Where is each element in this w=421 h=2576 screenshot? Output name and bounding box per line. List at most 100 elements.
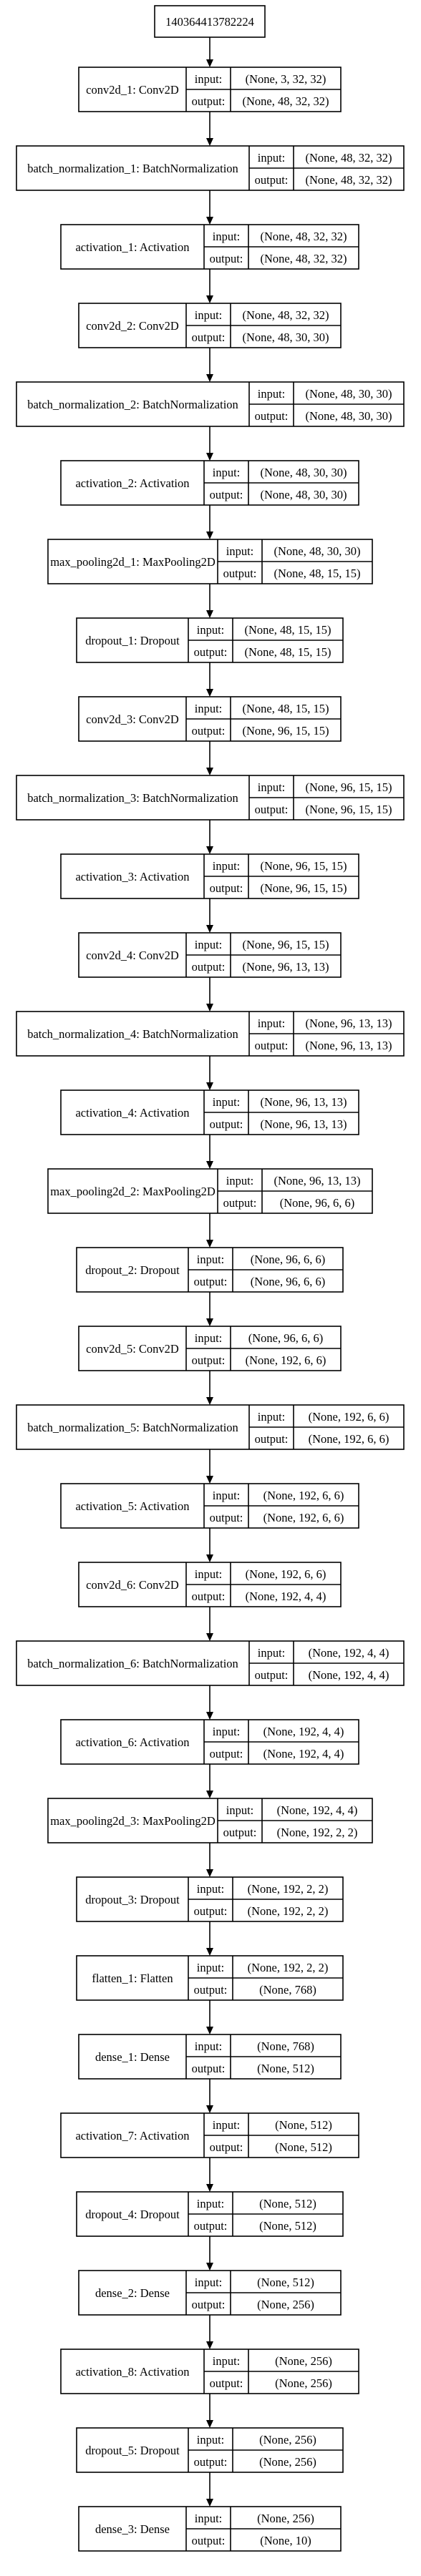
input-label: input: <box>195 72 223 86</box>
input-shape: (None, 256) <box>259 2433 316 2447</box>
edge <box>206 348 213 382</box>
edge <box>206 505 213 539</box>
layer-name: dense_1: Dense <box>95 2050 170 2064</box>
edge <box>206 112 213 146</box>
input-label: input: <box>258 780 286 794</box>
output-label: output: <box>210 881 243 895</box>
edge <box>206 820 213 854</box>
output-shape: (None, 96, 13, 13) <box>243 960 329 974</box>
input-shape: (None, 192, 6, 6) <box>263 1489 344 1502</box>
layer-name: dropout_3: Dropout <box>85 1893 180 1906</box>
input-shape: (None, 192, 2, 2) <box>248 1961 329 1974</box>
input-label: input: <box>195 308 223 322</box>
input-label: input: <box>213 1095 241 1109</box>
input-shape: (None, 96, 13, 13) <box>306 1017 392 1030</box>
input-shape: (None, 48, 30, 30) <box>274 544 361 558</box>
edge <box>206 1292 213 1326</box>
edge-root-to-layer-1 <box>206 37 213 67</box>
input-label: input: <box>226 1803 254 1817</box>
input-shape: (None, 192, 6, 6) <box>309 1410 389 1424</box>
input-shape: (None, 48, 30, 30) <box>306 387 392 401</box>
edge <box>206 1056 213 1090</box>
layer-name: activation_1: Activation <box>75 240 189 254</box>
edge <box>206 1764 213 1798</box>
input-shape: (None, 96, 13, 13) <box>274 1174 361 1187</box>
output-label: output: <box>192 1353 226 1367</box>
layer-node: activation_1: Activationinput:output:(No… <box>60 224 359 270</box>
edge <box>206 2000 213 2034</box>
layer-name: batch_normalization_2: BatchNormalizatio… <box>27 398 238 411</box>
input-shape: (None, 256) <box>257 2512 314 2525</box>
output-label: output: <box>255 1668 289 1682</box>
layer-name: flatten_1: Flatten <box>92 1972 173 1985</box>
layer-name: conv2d_3: Conv2D <box>86 712 179 726</box>
input-label: input: <box>213 1489 241 1502</box>
edge <box>206 2158 213 2192</box>
output-shape: (None, 512) <box>259 2219 316 2233</box>
output-label: output: <box>192 2062 226 2075</box>
input-shape: (None, 768) <box>257 2039 314 2053</box>
edge <box>206 2315 213 2349</box>
layer-name: max_pooling2d_2: MaxPooling2D <box>50 1185 216 1198</box>
layer-name: conv2d_5: Conv2D <box>86 1342 179 1356</box>
layer-node: activation_7: Activationinput:output:(No… <box>60 2112 359 2158</box>
output-label: output: <box>210 1511 243 1524</box>
layer-node: max_pooling2d_1: MaxPooling2Dinput:outpu… <box>47 539 373 584</box>
layer-name: activation_3: Activation <box>75 870 189 883</box>
input-label: input: <box>197 2197 225 2210</box>
edge <box>206 1921 213 1956</box>
layer-name: max_pooling2d_3: MaxPooling2D <box>50 1814 216 1828</box>
layer-name: conv2d_6: Conv2D <box>86 1578 179 1592</box>
input-shape: (None, 192, 6, 6) <box>246 1567 326 1581</box>
output-shape: (None, 192, 6, 6) <box>309 1432 389 1446</box>
output-shape: (None, 96, 6, 6) <box>251 1275 325 1288</box>
input-label: input: <box>195 938 223 951</box>
output-shape: (None, 48, 32, 32) <box>243 94 329 108</box>
output-label: output: <box>223 1826 257 1839</box>
output-label: output: <box>210 2140 243 2154</box>
edge <box>206 2394 213 2428</box>
output-shape: (None, 192, 4, 4) <box>263 1747 344 1760</box>
input-shape: (None, 48, 32, 32) <box>261 230 347 243</box>
output-label: output: <box>210 1117 243 1131</box>
layer-node: batch_normalization_5: BatchNormalizatio… <box>16 1404 405 1450</box>
root-node: 140364413782224 <box>154 5 266 38</box>
input-label: input: <box>197 1961 225 1974</box>
root-label: 140364413782224 <box>165 15 254 29</box>
layer-node: activation_5: Activationinput:output:(No… <box>60 1483 359 1529</box>
input-shape: (None, 96, 13, 13) <box>261 1095 347 1109</box>
input-shape: (None, 96, 15, 15) <box>306 780 392 794</box>
layer-name: dropout_5: Dropout <box>85 2444 180 2457</box>
input-label: input: <box>197 2433 225 2447</box>
input-shape: (None, 96, 15, 15) <box>261 859 347 873</box>
edge <box>206 584 213 618</box>
edge <box>206 1449 213 1484</box>
layer-name: conv2d_1: Conv2D <box>86 83 179 97</box>
input-label: input: <box>195 1331 223 1345</box>
input-shape: (None, 192, 4, 4) <box>309 1646 389 1660</box>
layer-name: batch_normalization_1: BatchNormalizatio… <box>27 162 238 175</box>
output-shape: (None, 48, 30, 30) <box>261 488 347 501</box>
input-shape: (None, 96, 6, 6) <box>251 1253 325 1266</box>
layer-name: dropout_1: Dropout <box>85 634 180 647</box>
edge <box>206 1213 213 1248</box>
edge <box>206 2236 213 2271</box>
layer-node: activation_8: Activationinput:output:(No… <box>60 2349 359 2394</box>
input-shape: (None, 512) <box>275 2118 332 2132</box>
output-label: output: <box>210 252 243 265</box>
edge <box>206 898 213 933</box>
output-shape: (None, 48, 32, 32) <box>261 252 347 265</box>
layer-node: activation_4: Activationinput:output:(No… <box>60 1089 359 1135</box>
output-label: output: <box>194 645 228 659</box>
output-shape: (None, 192, 4, 4) <box>246 1590 326 1603</box>
output-label: output: <box>194 2219 228 2233</box>
edges <box>206 37 213 2507</box>
output-label: output: <box>192 2298 226 2311</box>
